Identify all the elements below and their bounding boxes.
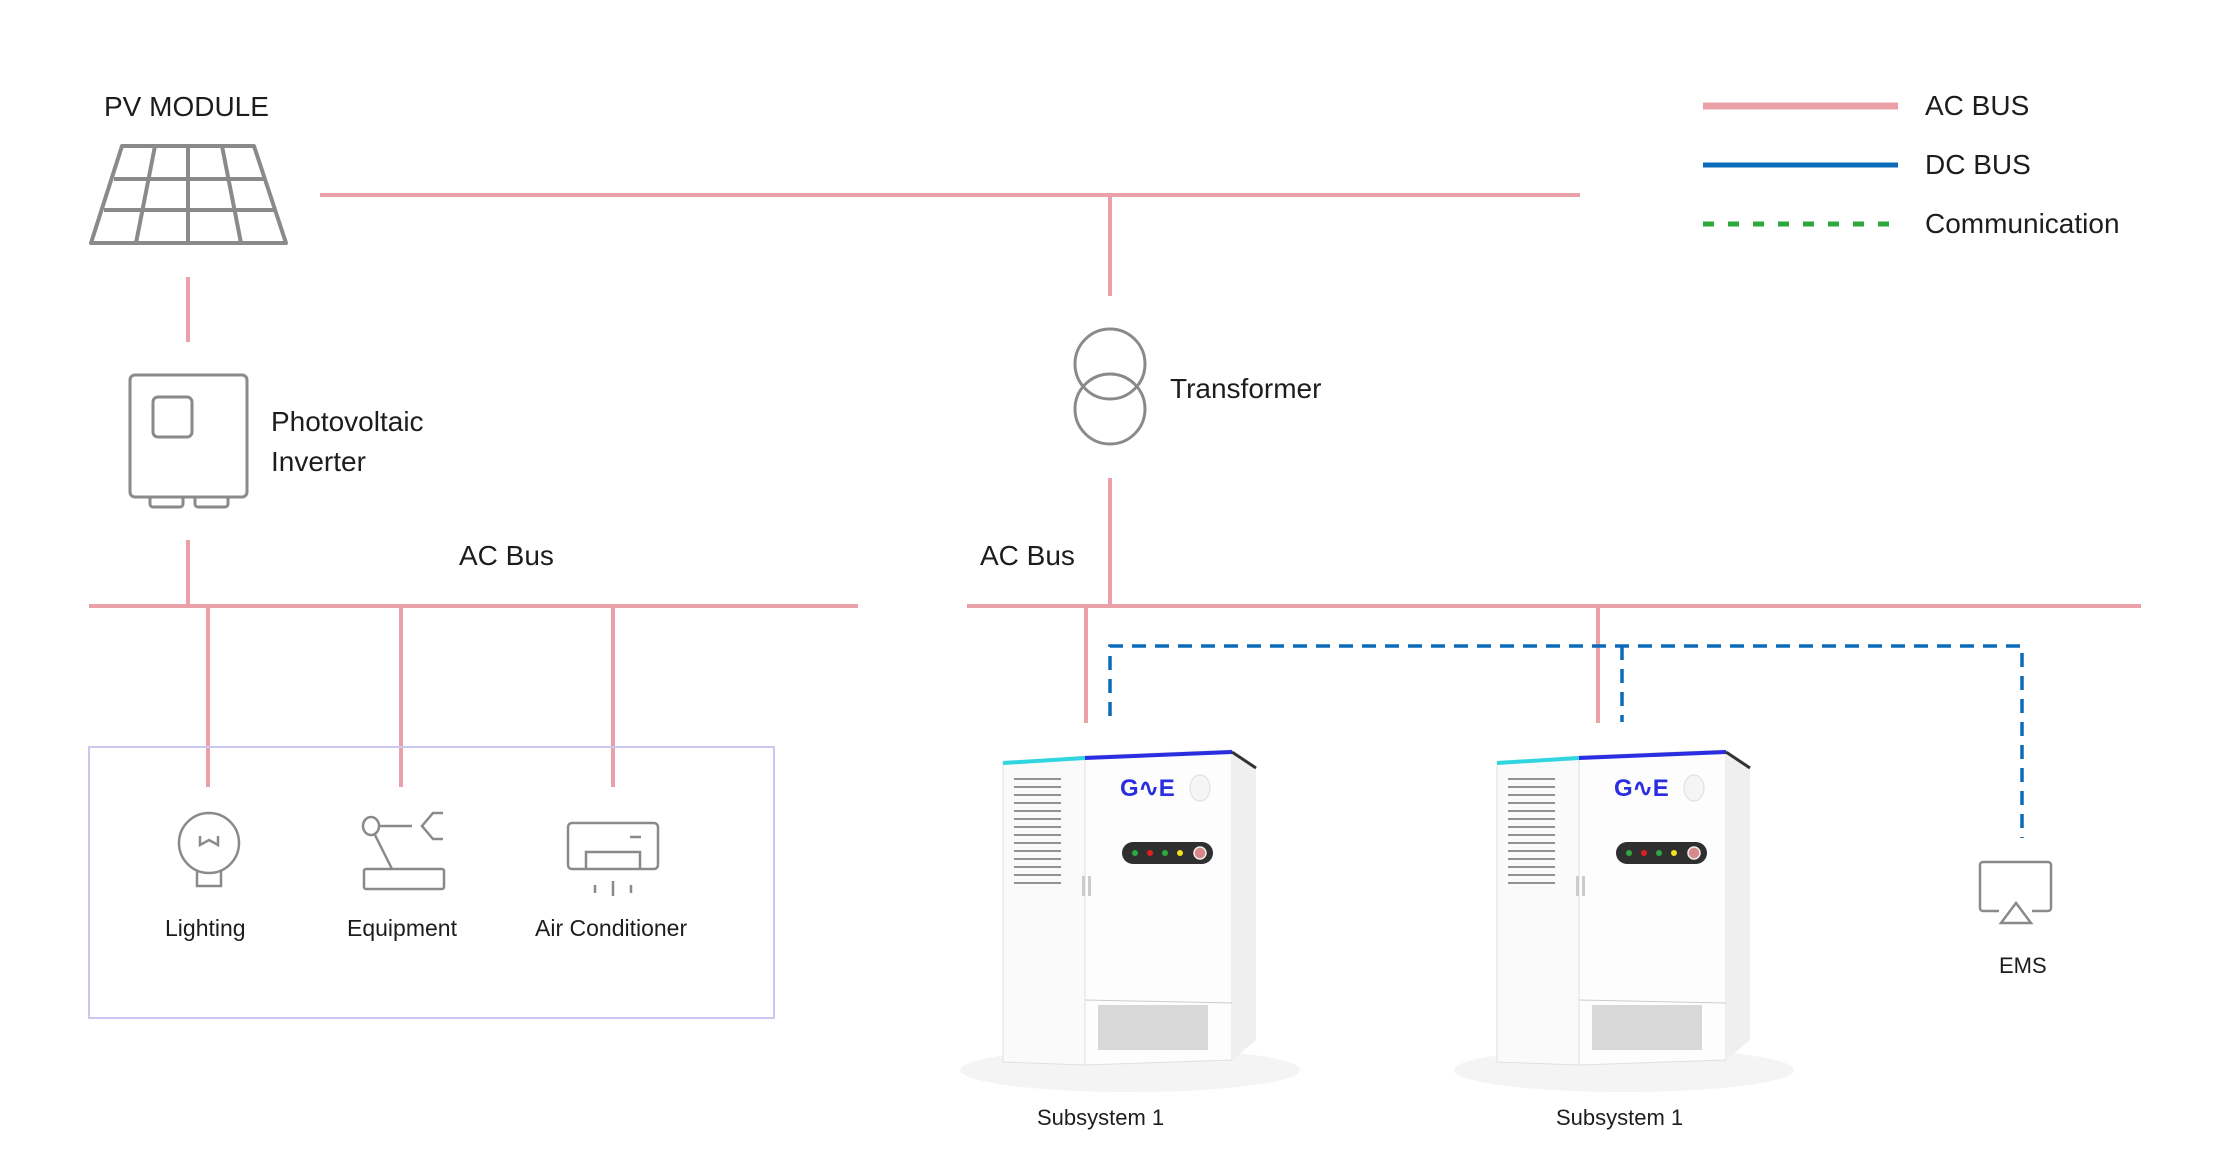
air-conditioner-icon <box>566 821 660 896</box>
solar-panel-icon <box>89 144 288 245</box>
legend-communication-label: Communication <box>1925 208 2120 239</box>
pv-module-label: PV MODULE <box>104 91 269 122</box>
svg-text:G∿E: G∿E <box>1120 775 1175 802</box>
subsystem-1-label: Subsystem 1 <box>1037 1105 1165 1130</box>
loads-group-box <box>88 746 775 1019</box>
transformer-icon <box>1073 327 1147 446</box>
pv-inverter-label-line1: Photovoltaic <box>271 406 424 437</box>
battery-cabinet-1: G∿E <box>960 749 1300 1092</box>
equipment-label: Equipment <box>347 915 457 941</box>
ac-bus-lines <box>89 193 2141 787</box>
legend-dc-bus-label: DC BUS <box>1925 149 2031 180</box>
svg-text:G∿E: G∿E <box>1614 775 1669 802</box>
subsystem-2-label: Subsystem 1 <box>1556 1105 1684 1130</box>
communication-lines <box>1108 644 2024 838</box>
inverter-icon <box>128 373 249 509</box>
left-ac-bus-label: AC Bus <box>459 540 554 571</box>
ems-display-icon <box>1978 860 2053 925</box>
comm-line-main <box>1108 644 2024 838</box>
ems-label: EMS <box>1999 953 2047 978</box>
pv-inverter-label-line2: Inverter <box>271 446 366 477</box>
air-conditioner-label: Air Conditioner <box>535 915 688 941</box>
transformer-label: Transformer <box>1170 373 1322 404</box>
right-ac-bus-label: AC Bus <box>980 540 1075 571</box>
robot-arm-icon <box>361 811 446 891</box>
legend-ac-bus-label: AC BUS <box>1925 90 2030 121</box>
legend-swatches <box>1703 102 1898 227</box>
battery-cabinet-2: G∿E <box>1454 749 1794 1092</box>
light-bulb-icon <box>177 811 241 888</box>
lighting-label: Lighting <box>165 915 246 941</box>
